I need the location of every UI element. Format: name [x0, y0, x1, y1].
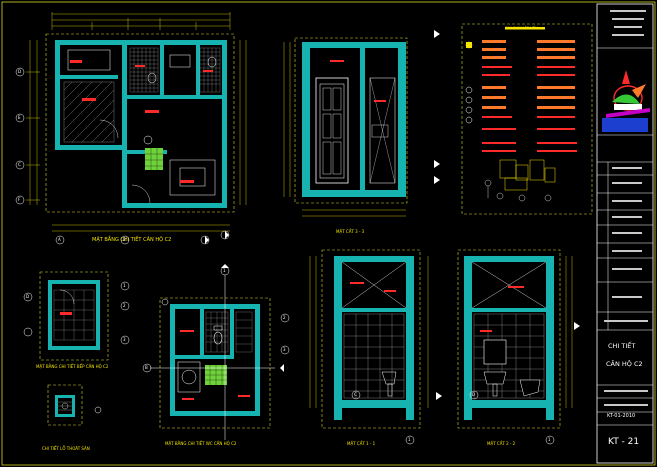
- grid-label: C: [354, 392, 357, 397]
- grid-label: D: [18, 69, 22, 74]
- grid-label: 2: [283, 315, 286, 320]
- title-block: [596, 3, 654, 464]
- grid-label: 2: [123, 303, 126, 308]
- drawing-code: KT-01-2010: [607, 413, 636, 419]
- section-1-title: MẶT CẮT 1 - 1: [347, 441, 376, 446]
- elevation-3-3: [283, 30, 440, 217]
- wc-plan: [142, 264, 290, 440]
- kitchen-plan-title: MẶT BẰNG CHI TIẾT BẾP CĂN HỘ C2: [36, 364, 109, 369]
- grid-label: D: [26, 294, 30, 299]
- section-2-title: MẶT CẮT 2 - 2: [487, 441, 516, 446]
- grid-label: 1: [123, 283, 126, 288]
- grid-label: 1: [548, 437, 551, 442]
- kitchen-plan: [23, 271, 130, 426]
- sheet-number: KT - 21: [608, 437, 640, 447]
- main-floor-plan: [15, 12, 247, 245]
- company-logo-icon: [602, 70, 650, 132]
- grid-label: B: [123, 237, 126, 242]
- section-1-1: [309, 249, 442, 445]
- drawing-name-line2: CĂN HỘ C2: [606, 360, 643, 368]
- section-2-2: [457, 249, 580, 445]
- grid-label: 3: [123, 337, 126, 342]
- grid-label: D: [472, 392, 476, 397]
- grid-label: 1: [223, 268, 226, 273]
- wc-plan-title: MẶT BẰNG CHI TIẾT WC CĂN HỘ C2: [165, 441, 237, 446]
- drawing-name-line1: CHI TIẾT: [608, 342, 636, 350]
- grid-label: B: [145, 365, 148, 370]
- grid-label: A: [58, 237, 61, 242]
- grid-label: E: [18, 115, 21, 120]
- grid-label: 3: [283, 347, 286, 352]
- grid-label: C: [18, 162, 21, 167]
- elevation-title: MẶT CẮT 3 - 3: [336, 229, 365, 234]
- grid-label: F: [18, 197, 21, 202]
- notes-panel: [461, 23, 593, 215]
- detail-title: CHI TIẾT LỖ THOÁT SÀN: [42, 446, 90, 451]
- notes-title: GHI CHÚ VẬT LIỆU: [505, 26, 538, 30]
- grid-label: 1: [408, 437, 411, 442]
- main-plan-title: MẶT BẰNG CHI TIẾT CĂN HỘ C2: [92, 237, 172, 243]
